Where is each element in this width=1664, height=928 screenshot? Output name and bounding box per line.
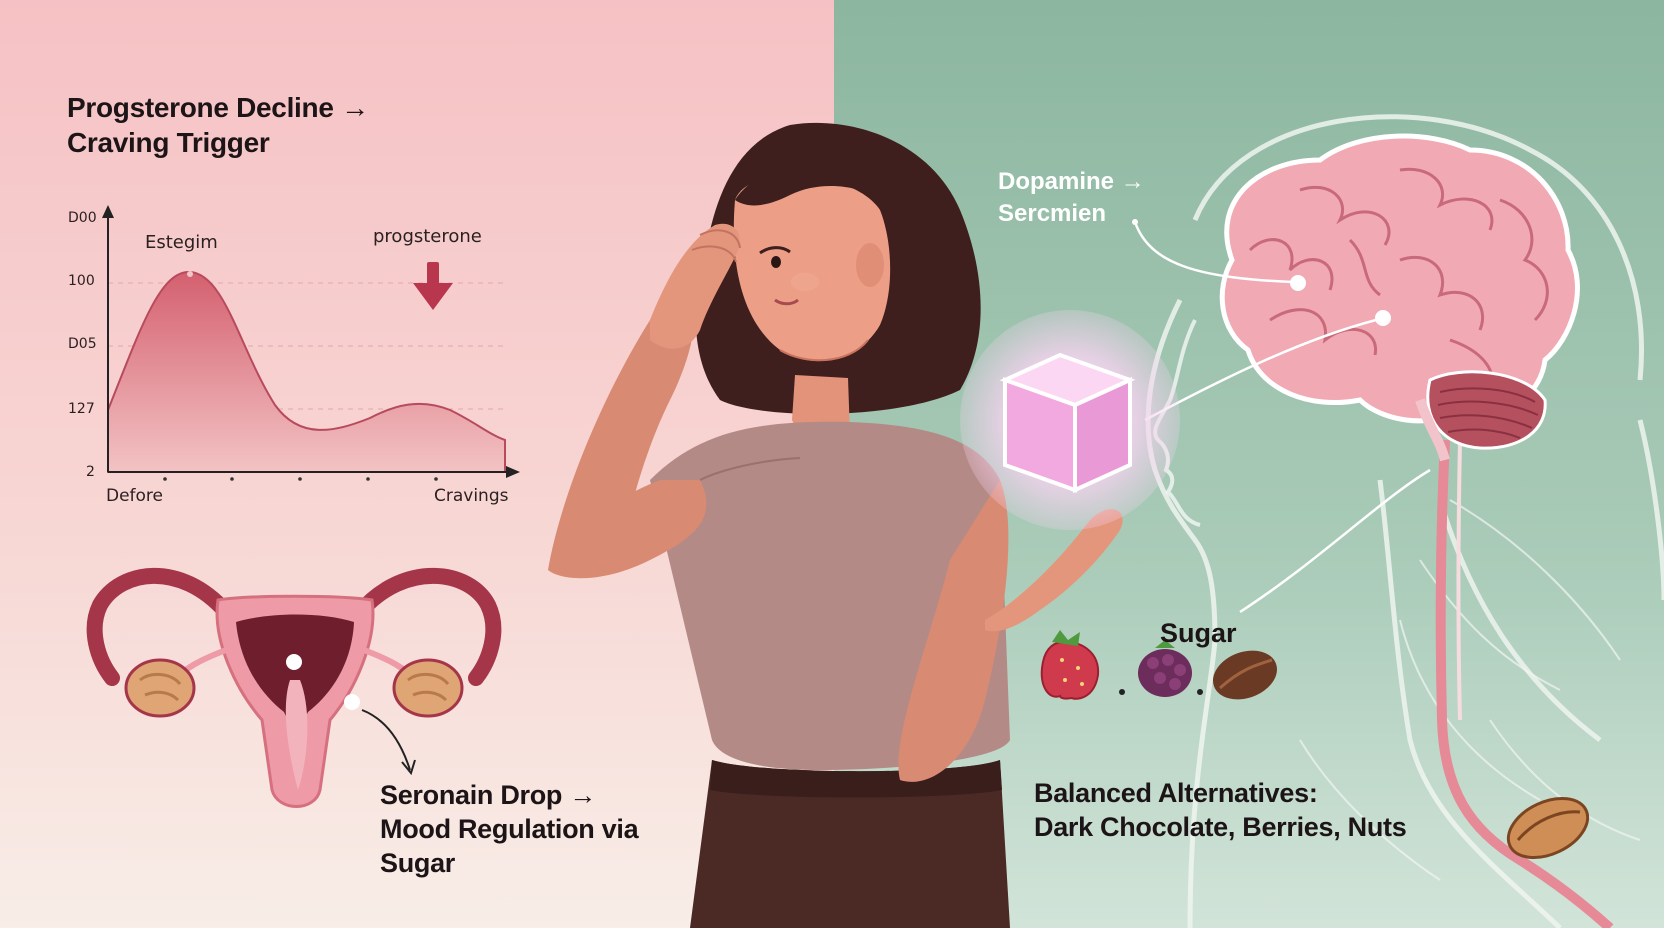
nerve-lines [1299, 499, 1641, 881]
strawberry-icon [1040, 630, 1100, 700]
down-arrow-icon [413, 262, 453, 310]
left-title-line2: Craving Trigger [67, 127, 270, 158]
dopamine-line2: Sercmien [998, 200, 1107, 227]
estrogen-curve [107, 270, 506, 473]
y-axis-arrow-icon [102, 205, 114, 218]
nut-icon [1506, 796, 1590, 860]
serotonin-caption: Seronain Drop → Mood Regulation via Suga… [380, 778, 720, 880]
blackberry-icon [1138, 640, 1192, 697]
hormone-chart [102, 205, 520, 481]
alternatives-caption: Balanced Alternatives: Dark Chocolate, B… [1034, 776, 1534, 844]
dopamine-line1: Dopamine → [998, 168, 1145, 195]
brain-icon [1219, 133, 1580, 462]
sugar-label: Sugar [1160, 618, 1237, 648]
serotonin-line3: Sugar [380, 848, 456, 878]
y-tick-3: D05 [68, 336, 97, 352]
serotonin-line1: Seronain Drop → [380, 780, 597, 810]
y-tick-4: 127 [68, 401, 95, 417]
pointer-arrow-icon [361, 709, 411, 771]
cocoa-bean-icon [1213, 650, 1277, 700]
estrogen-label: Estegim [145, 232, 218, 253]
y-tick-2: 100 [68, 273, 95, 289]
woman-figure [548, 122, 1123, 928]
alternatives-line1: Balanced Alternatives: [1034, 778, 1318, 808]
left-title-line1: Progsterone Decline → [67, 92, 369, 123]
left-title: Progsterone Decline → Craving Trigger [67, 90, 487, 160]
y-tick-5: 2 [86, 464, 95, 480]
sugar-cube-icon [960, 310, 1180, 530]
uterus-icon [86, 567, 502, 808]
x-label-right: Cravings [434, 486, 509, 506]
dopamine-caption: Dopamine → Sercmien [998, 166, 1218, 230]
x-label-left: Defore [106, 486, 164, 506]
y-tick-1: D00 [68, 210, 97, 226]
spinal-cord [1435, 439, 1614, 928]
alternatives-line2: Dark Chocolate, Berries, Nuts [1034, 812, 1407, 842]
x-axis-arrow-icon [506, 466, 520, 478]
serotonin-line2: Mood Regulation via [380, 814, 639, 844]
progesterone-label: progsterone [373, 226, 482, 247]
